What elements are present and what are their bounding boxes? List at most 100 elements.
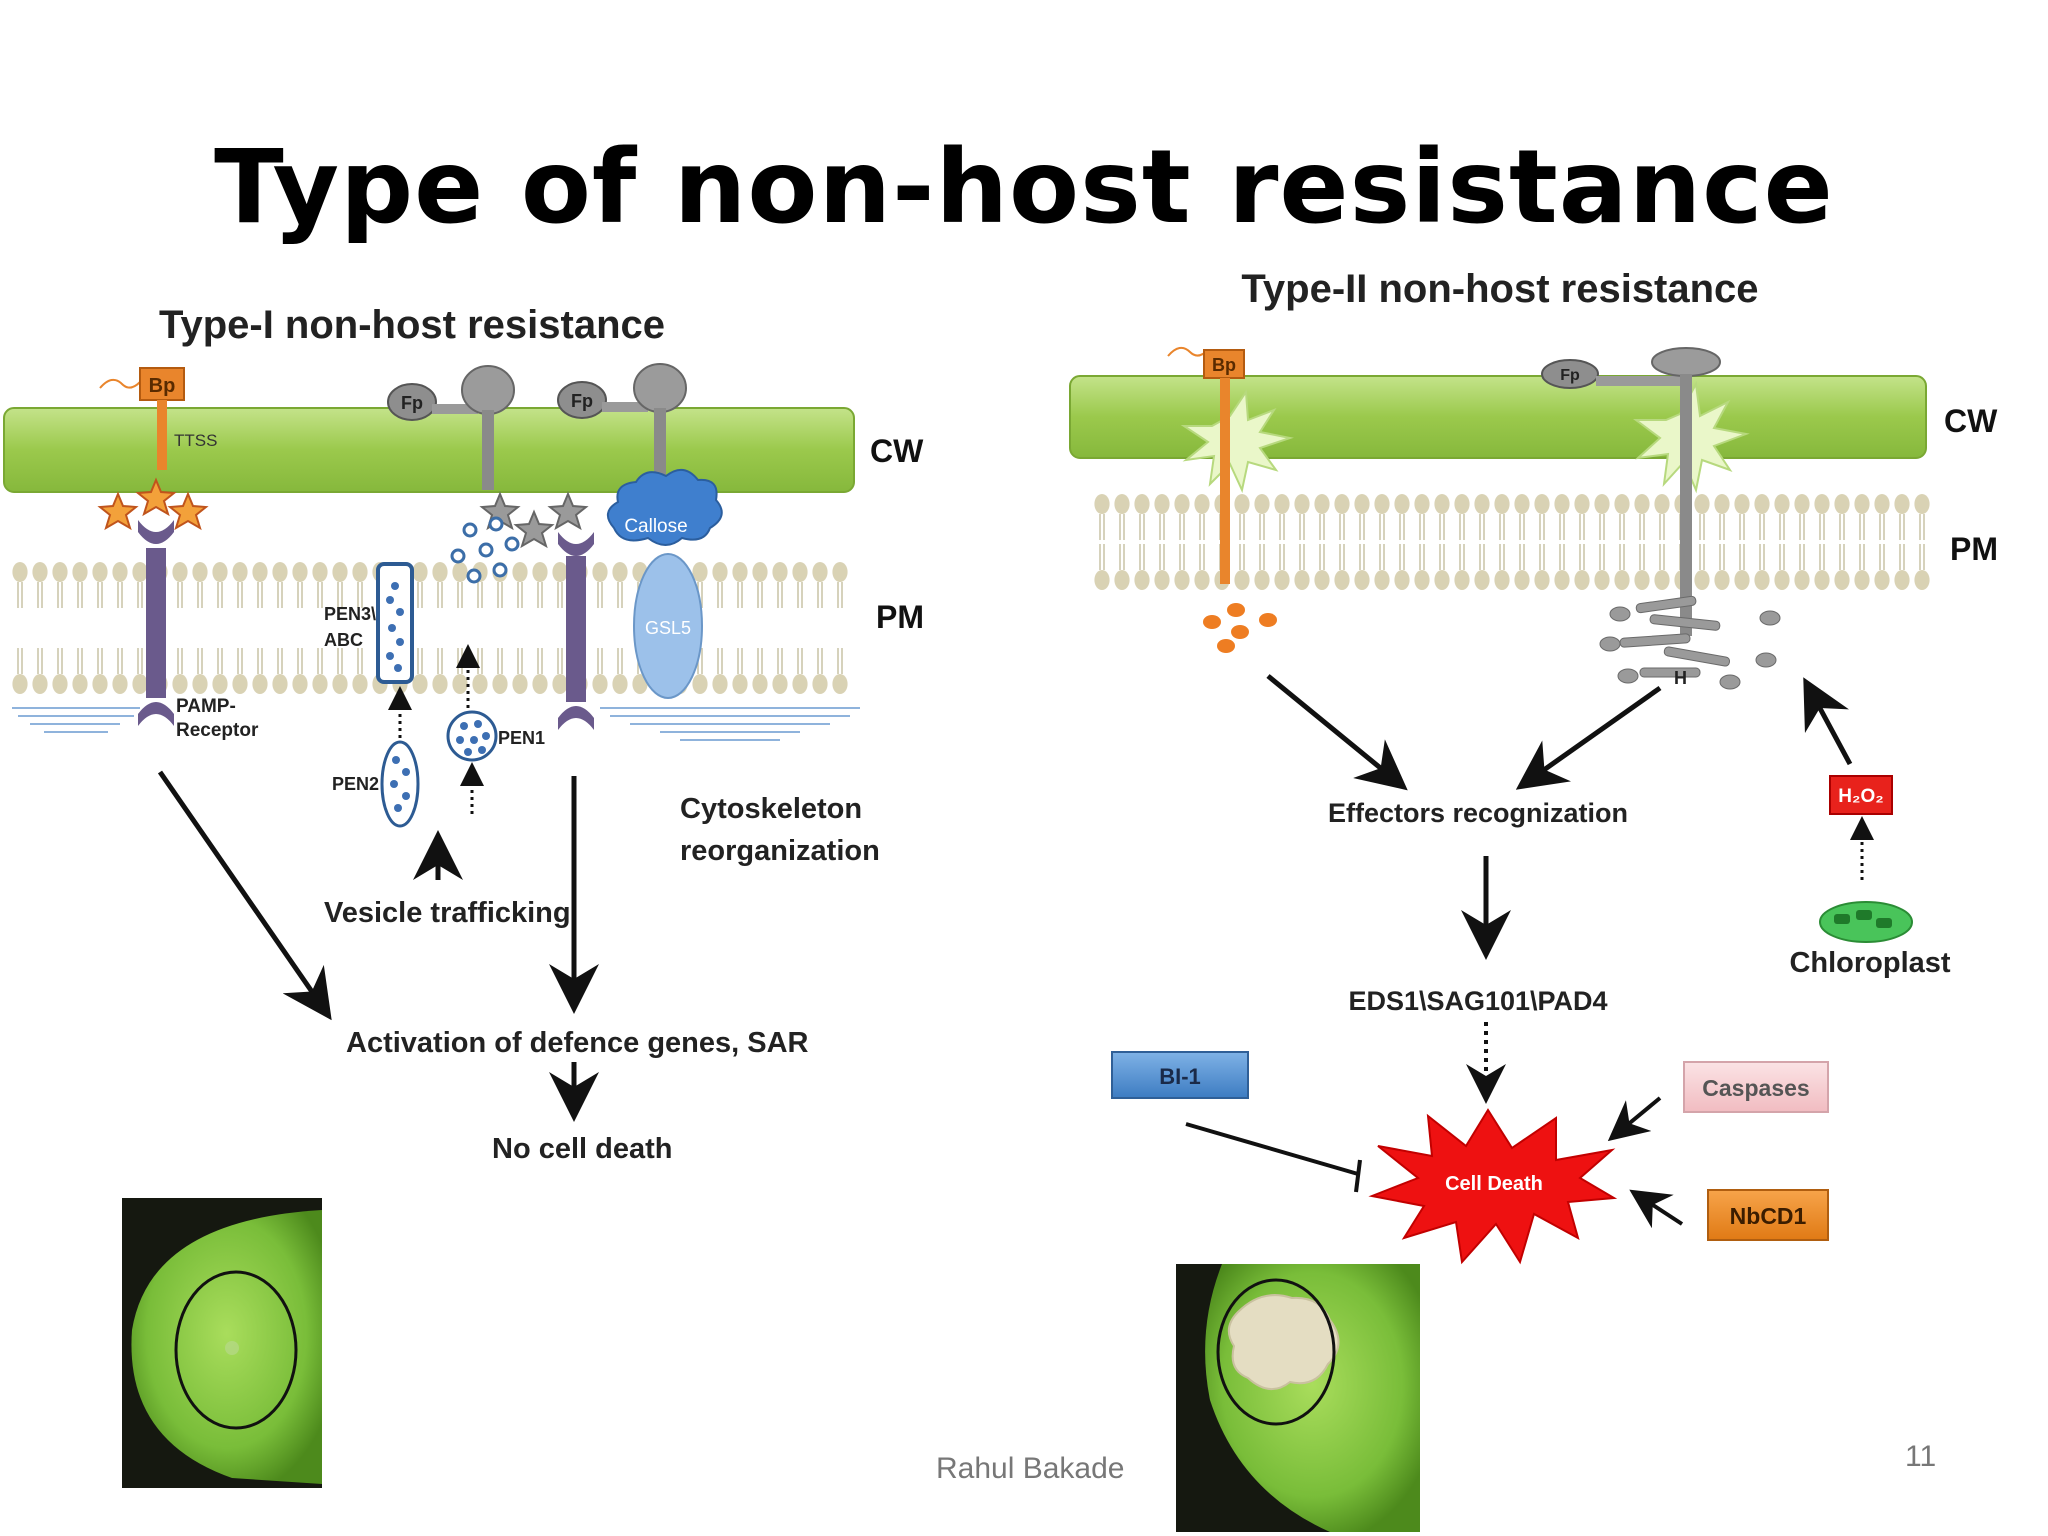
type1-activation-label: Activation of defence genes, SAR bbox=[346, 1027, 809, 1059]
lipid-head bbox=[1494, 494, 1510, 514]
type2-h2o2-label: H₂O₂ bbox=[1838, 786, 1883, 807]
lipid-head bbox=[312, 674, 328, 694]
type2-fp-label: Fp bbox=[1560, 367, 1580, 384]
lipid-head bbox=[332, 674, 348, 694]
lipid-head bbox=[692, 674, 708, 694]
lipid-head bbox=[1534, 570, 1550, 590]
lipid-head bbox=[1834, 494, 1850, 514]
lipid-head bbox=[1414, 494, 1430, 514]
lipid-head bbox=[72, 562, 88, 582]
lipid-head bbox=[552, 674, 568, 694]
lipid-head bbox=[1334, 494, 1350, 514]
lipid-head bbox=[1334, 570, 1350, 590]
lipid-head bbox=[592, 562, 608, 582]
lipid-head bbox=[1694, 570, 1710, 590]
lipid-head bbox=[1234, 494, 1250, 514]
lipid-head bbox=[1514, 494, 1530, 514]
lipid-head bbox=[1454, 494, 1470, 514]
type1-bp-label: Bp bbox=[149, 375, 176, 397]
lipid-head bbox=[1434, 494, 1450, 514]
lipid-head bbox=[1194, 494, 1210, 514]
lipid-head bbox=[52, 562, 68, 582]
type1-pen1-label: PEN1 bbox=[498, 728, 545, 748]
type2-panel: Type-II non-host resistance CW PM Bp bbox=[1069, 267, 1998, 1532]
type1-pen2-vesicle: PEN2 bbox=[332, 740, 420, 828]
lipid-head bbox=[1294, 494, 1310, 514]
lipid-head bbox=[1614, 570, 1630, 590]
lipid-head bbox=[1094, 494, 1110, 514]
lipid-head bbox=[1654, 494, 1670, 514]
gsl5-shape bbox=[633, 553, 703, 699]
type1-pen1-vesicle: PEN1 bbox=[446, 710, 545, 762]
type1-fungal-protein-1: Fp bbox=[387, 365, 515, 490]
lipid-head bbox=[1554, 494, 1570, 514]
type2-h2o2-box: H₂O₂ bbox=[1829, 775, 1893, 815]
lipid-head bbox=[1534, 494, 1550, 514]
lipid-head bbox=[272, 674, 288, 694]
lipid-head bbox=[1914, 494, 1930, 514]
type2-cell-death-label: Cell Death bbox=[1445, 1173, 1543, 1195]
lipid-head bbox=[312, 562, 328, 582]
type2-arrow-bp-to-effectors bbox=[1266, 674, 1408, 791]
lipid-head bbox=[1754, 570, 1770, 590]
lipid-head bbox=[1594, 570, 1610, 590]
lipid-head bbox=[432, 674, 448, 694]
lipid-head bbox=[1354, 570, 1370, 590]
type1-fp-label-2: Fp bbox=[571, 391, 593, 411]
lipid-head bbox=[832, 562, 848, 582]
lipid-head bbox=[692, 562, 708, 582]
lipid-head bbox=[1894, 570, 1910, 590]
lipid-head bbox=[1574, 570, 1590, 590]
type2-effector-dots bbox=[1203, 603, 1277, 653]
slide-title: Type of non-host resistance bbox=[214, 128, 1834, 247]
lipid-head bbox=[412, 674, 428, 694]
lipid-head bbox=[252, 674, 268, 694]
type2-bi1-label: BI-1 bbox=[1159, 1064, 1201, 1089]
type2-bp-label: Bp bbox=[1212, 355, 1236, 375]
lipid-head bbox=[352, 674, 368, 694]
lipid-head bbox=[1434, 570, 1450, 590]
lipid-head bbox=[1794, 570, 1810, 590]
type2-arrow-caspases bbox=[1607, 1096, 1662, 1142]
lipid-head bbox=[1834, 570, 1850, 590]
lipid-head bbox=[612, 674, 628, 694]
lipid-head bbox=[792, 674, 808, 694]
lipid-head bbox=[432, 562, 448, 582]
lipid-head bbox=[512, 674, 528, 694]
type2-caspases-box: Caspases bbox=[1683, 1061, 1829, 1113]
type2-chloroplast: Chloroplast bbox=[1789, 901, 1951, 979]
lipid-head bbox=[1774, 570, 1790, 590]
type1-leaf-photo bbox=[122, 1198, 322, 1488]
lipid-head bbox=[172, 674, 188, 694]
lipid-head bbox=[12, 674, 28, 694]
lipid-head bbox=[52, 674, 68, 694]
lipid-head bbox=[1714, 570, 1730, 590]
lipid-head bbox=[1294, 570, 1310, 590]
lipid-head bbox=[1134, 494, 1150, 514]
lipid-head bbox=[1474, 570, 1490, 590]
lipid-head bbox=[712, 674, 728, 694]
lipid-head bbox=[412, 562, 428, 582]
lipid-head bbox=[112, 562, 128, 582]
lipid-head bbox=[92, 562, 108, 582]
type1-pamp-receptor: PAMP- Receptor bbox=[138, 520, 259, 741]
lipid-head bbox=[332, 562, 348, 582]
lipid-head bbox=[472, 674, 488, 694]
lipid-head bbox=[1614, 494, 1630, 514]
lipid-head bbox=[1514, 570, 1530, 590]
type1-receptor-2 bbox=[558, 532, 594, 730]
lipid-head bbox=[712, 562, 728, 582]
lipid-head bbox=[292, 674, 308, 694]
lipid-head bbox=[1274, 494, 1290, 514]
lipid-head bbox=[1854, 570, 1870, 590]
lipid-head bbox=[812, 674, 828, 694]
type2-nbcd1-box: NbCD1 bbox=[1707, 1189, 1829, 1241]
lipid-head bbox=[1754, 494, 1770, 514]
lipid-head bbox=[1474, 494, 1490, 514]
lipid-head bbox=[1254, 570, 1270, 590]
lipid-head bbox=[1494, 570, 1510, 590]
lipid-head bbox=[1414, 570, 1430, 590]
lipid-head bbox=[1854, 494, 1870, 514]
type2-pm-label: PM bbox=[1950, 531, 1998, 567]
